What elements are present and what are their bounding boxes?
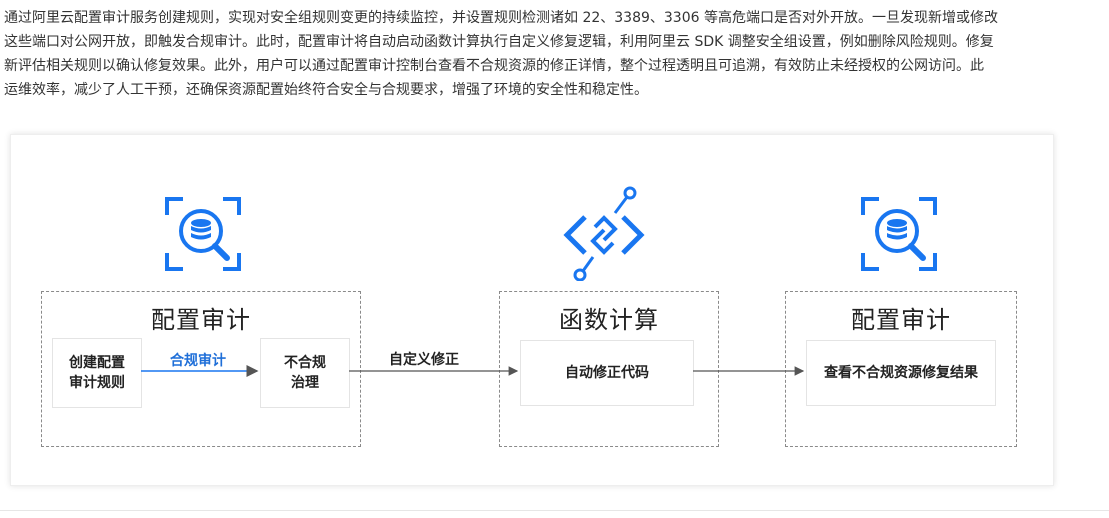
- node-label: 查看不合规资源修复结果: [824, 365, 978, 381]
- database-scan-icon: [861, 197, 937, 271]
- group-title: 函数计算: [559, 306, 659, 334]
- function-compute-group: 函数计算 自动修正代码: [499, 291, 719, 447]
- create-rule-node: 创建配置 审计规则: [52, 338, 142, 408]
- section-divider: [0, 510, 1109, 511]
- config-audit-result-group: 配置审计 查看不合规资源修复结果: [785, 291, 1017, 447]
- noncompliant-node: 不合规 治理: [260, 338, 350, 408]
- database-scan-icon: [165, 197, 241, 271]
- paragraph-line: 这些端口对公网开放，即触发合规审计。此时，配置审计将自动启动函数计算执行自定义修…: [4, 34, 994, 50]
- group-title: 配置审计: [851, 306, 951, 334]
- architecture-diagram: 配置审计 创建配置 审计规则 不合规 治理 合规审计 函数计算 自动修正代码 配…: [10, 134, 1054, 486]
- custom-fix-label: 自定义修正: [389, 352, 459, 368]
- connector-arrows: [141, 365, 805, 377]
- node-label: 创建配置: [69, 355, 125, 371]
- node-label: 审计规则: [69, 375, 125, 391]
- group-title: 配置审计: [151, 306, 251, 334]
- auto-fix-node: 自动修正代码: [520, 340, 694, 406]
- paragraph-line: 运维效率，减少了人工干预，还确保资源配置始终符合安全与合规要求，增强了环境的安全…: [4, 82, 648, 98]
- paragraph-line: 新评估相关规则以确认修复效果。此外，用户可以通过配置审计控制台查看不合规资源的修…: [4, 58, 984, 74]
- config-audit-group: 配置审计 创建配置 审计规则 不合规 治理 合规审计: [41, 291, 361, 447]
- node-label: 治理: [291, 375, 319, 391]
- function-compute-icon: [563, 186, 645, 281]
- paragraph-line: 通过阿里云配置审计服务创建规则，实现对安全组规则变更的持续监控，并设置规则检测诸…: [4, 10, 998, 26]
- intro-paragraph: 通过阿里云配置审计服务创建规则，实现对安全组规则变更的持续监控，并设置规则检测诸…: [4, 6, 1109, 102]
- node-label: 自动修正代码: [565, 365, 649, 381]
- compliance-audit-label: 合规审计: [170, 353, 226, 369]
- view-result-node: 查看不合规资源修复结果: [806, 340, 996, 406]
- node-label: 不合规: [284, 355, 326, 371]
